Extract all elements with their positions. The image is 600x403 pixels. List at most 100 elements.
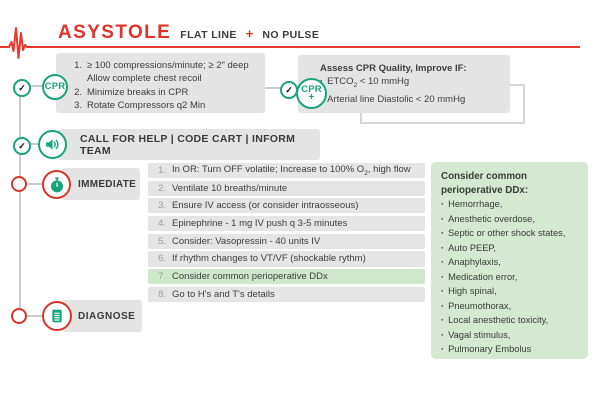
ddx-item: ·Vagal stimulus,	[441, 328, 582, 343]
ddx-item: ·Anaphylaxis,	[441, 255, 582, 270]
step-number: 1.	[158, 165, 166, 177]
bullet-icon: ·	[441, 344, 445, 355]
ddx-item-text: Vagal stimulus,	[448, 329, 511, 340]
immediate-step: 6.If rhythm changes to VT/VF (shockable …	[148, 251, 425, 267]
bullet-icon: ·	[441, 257, 445, 268]
clipboard-icon	[42, 301, 72, 331]
connector	[25, 315, 44, 317]
cpr-instruction-line: 1. ≥ 100 compressions/minute; ≥ 2" deep	[68, 59, 265, 72]
bullet-icon: ·	[441, 286, 445, 297]
step-number: 4.	[158, 218, 166, 230]
ddx-item: ·Anesthetic overdose,	[441, 212, 582, 227]
assess-bullet: ·Arterial line Diastolic < 20 mmHg	[320, 93, 510, 107]
bullet-text: Arterial line Diastolic < 20 mmHg	[327, 93, 466, 105]
connector	[27, 143, 40, 145]
immediate-step: 3.Ensure IV access (or consider intraoss…	[148, 198, 425, 214]
ddx-item: ·Local anesthetic toxicity,	[441, 313, 582, 328]
immediate-step: 2.Ventilate 10 breaths/minute	[148, 180, 425, 196]
connector	[263, 87, 282, 89]
ddx-item: ·Hemorrhage,	[441, 197, 582, 212]
step-text: Rotate Compressors q2 Min	[87, 100, 206, 112]
step-number: 2.	[74, 86, 82, 98]
cpr-plus-badge: CPR +	[296, 78, 327, 109]
step-number: 7.	[158, 271, 166, 283]
ddx-item: ·Pulmonary Embolus	[441, 342, 582, 357]
checkmark-icon: ✓	[13, 137, 31, 155]
step-text: Ensure IV access (or consider intraosseo…	[172, 200, 359, 212]
flatline-divider	[34, 46, 580, 48]
step-number	[68, 72, 82, 85]
immediate-box: IMMEDIATE	[62, 168, 140, 200]
ddx-item-text: Anaphylaxis,	[448, 257, 501, 268]
diagnose-label: DIAGNOSE	[78, 310, 136, 322]
plus-icon: +	[308, 91, 315, 103]
cpr-instruction-line: 3.Rotate Compressors q2 Min	[68, 99, 265, 112]
flow-node	[11, 308, 27, 324]
ddx-item-text: Local anesthetic toxicity,	[448, 315, 549, 326]
ddx-panel: Consider common perioperative DDx: ·Hemo…	[431, 162, 588, 359]
bullet-icon: ·	[441, 213, 445, 224]
immediate-step: 8. Go to H's and T's details	[148, 286, 425, 302]
step-text: In OR: Turn OFF volatile; Increase to 10…	[172, 164, 411, 177]
cpr-plus-badge-label: CPR	[301, 83, 322, 95]
step-text: ≥ 100 compressions/minute; ≥ 2" deep	[87, 60, 249, 71]
ddx-item-text: Anesthetic overdose,	[448, 213, 535, 224]
step-text: Allow complete chest recoil	[87, 73, 202, 85]
connector	[27, 85, 43, 87]
subscript: 2	[353, 81, 358, 89]
immediate-step: 7. Consider common perioperative DDx	[148, 269, 425, 285]
assess-cpr-list: ·ETCO2 < 10 mmHg·Arterial line Diastolic…	[320, 75, 510, 107]
subscript: 2	[364, 169, 368, 177]
assess-bullet: ·ETCO2 < 10 mmHg	[320, 75, 510, 93]
ddx-list: ·Hemorrhage,·Anesthetic overdose,·Septic…	[441, 197, 582, 357]
immediate-step-list: 1. In OR: Turn OFF volatile; Increase to …	[148, 163, 425, 302]
ddx-item-text: Auto PEEP,	[448, 242, 497, 253]
ddx-item-text: High spinal,	[448, 286, 497, 297]
ddx-item: ·Auto PEEP,	[441, 241, 582, 256]
ddx-item-text: Septic or other shock states,	[448, 228, 566, 239]
bullet-icon: ·	[441, 271, 445, 282]
cpr-badge-label: CPR	[44, 81, 66, 92]
connector	[25, 183, 44, 185]
ddx-item-text: Pulmonary Embolus	[448, 344, 532, 355]
ddx-title-line1: Consider common	[441, 171, 528, 182]
page-title: ASYSTOLE	[58, 22, 172, 43]
ddx-item: ·Medication error,	[441, 270, 582, 285]
ddx-item: ·Septic or other shock states,	[441, 226, 582, 241]
stopwatch-icon	[42, 170, 71, 199]
plus-icon: +	[245, 26, 254, 41]
bullet-icon: ·	[441, 315, 445, 326]
immediate-step: 1. In OR: Turn OFF volatile; Increase to …	[148, 163, 425, 179]
bullet-icon: ·	[441, 199, 445, 209]
step-text: If rhythm changes to VT/VF (shockable ry…	[172, 253, 366, 265]
step-text: Minimize breaks in CPR	[87, 86, 189, 98]
step-text: Go to H's and T's details	[172, 288, 275, 300]
diagnose-box: DIAGNOSE	[62, 300, 142, 332]
step-text: Ventilate 10 breaths/minute	[172, 182, 288, 194]
step-number: 8.	[158, 288, 166, 300]
immediate-label: IMMEDIATE	[78, 178, 137, 190]
assess-cpr-box: Assess CPR Quality, Improve IF: ·ETCO2 <…	[298, 55, 510, 113]
subtitle-nopulse: NO PULSE	[262, 29, 320, 41]
flow-rail	[19, 92, 21, 308]
ddx-item: ·High spinal,	[441, 284, 582, 299]
flow-node	[11, 176, 27, 192]
step-number: 1.	[74, 60, 82, 71]
bullet-icon: ·	[441, 228, 445, 239]
ddx-item-text: Hemorrhage,	[448, 199, 503, 209]
checkmark-icon: ✓	[13, 79, 31, 97]
bullet-icon: ·	[441, 329, 445, 340]
step-text: Epinephrine - 1 mg IV push q 3-5 minutes	[172, 218, 348, 230]
subtitle-flatline: FLAT LINE	[180, 29, 237, 41]
step-text: Consider common perioperative DDx	[172, 271, 328, 283]
assess-cpr-title: Assess CPR Quality, Improve IF:	[320, 63, 467, 74]
immediate-step: 5.Consider: Vasopressin - 40 units IV	[148, 233, 425, 249]
call-for-help-box: CALL FOR HELP | CODE CART | INFORM TEAM	[58, 129, 320, 160]
speaker-icon	[38, 130, 67, 159]
header: ASYSTOLE FLAT LINE + NO PULSE	[58, 22, 319, 44]
bullet-text: ETCO2 < 10 mmHg	[327, 76, 410, 89]
cpr-instruction-line: 2. Minimize breaks in CPR	[68, 86, 265, 99]
